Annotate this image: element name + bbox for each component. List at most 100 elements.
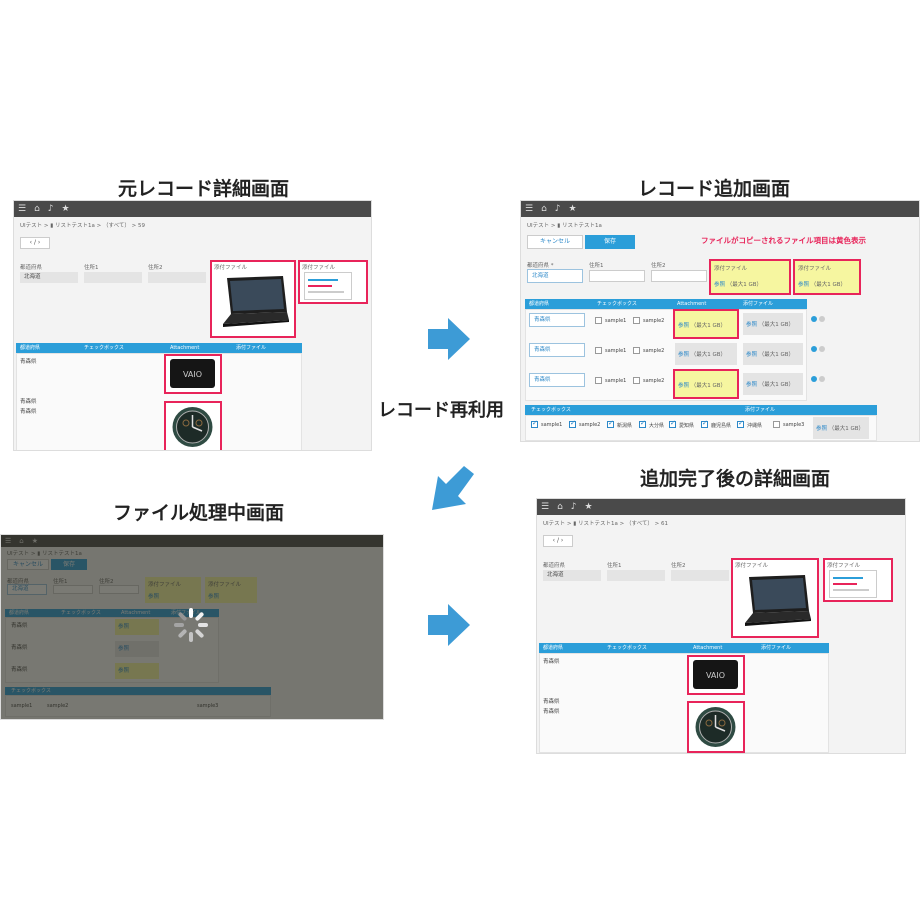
row3-add-icon[interactable] (811, 376, 817, 382)
label-address2: 住所2 (148, 265, 163, 271)
bell-icon[interactable]: ♪ (47, 203, 54, 214)
record-nav-button[interactable]: ‹ / › (543, 535, 573, 547)
menu-icon[interactable]: ☰ (525, 203, 534, 214)
row1-label-sample1: sample1 (605, 318, 627, 324)
attachment-vaio[interactable]: VAIO (164, 354, 222, 394)
row1-checkbox-sample1[interactable] (595, 317, 602, 324)
row3-remove-icon[interactable] (819, 376, 825, 382)
value-address1 (607, 570, 665, 581)
subtable-body (539, 653, 829, 753)
star-icon[interactable]: ★ (584, 501, 593, 512)
prefecture-select[interactable]: 北海道 (527, 269, 583, 283)
subtable-header: 都道府県 チェックボックス Attachment 添付ファイル (539, 643, 829, 653)
row3-label-sample2: sample2 (643, 378, 665, 384)
label-okinawa: 沖縄県 (747, 423, 763, 429)
row3-label-sample1: sample1 (605, 378, 627, 384)
row3-attachment-copy[interactable]: 参照 （最大1 GB） (673, 369, 739, 399)
row1-prefecture-select[interactable]: 青森県 (529, 313, 585, 327)
menu-icon[interactable]: ☰ (18, 203, 27, 214)
svg-text:VAIO: VAIO (183, 370, 202, 379)
menu-icon[interactable]: ☰ (541, 501, 550, 512)
checkbox-table-attached-file[interactable]: 参照 （最大1 GB） (813, 417, 869, 439)
row2-checkbox-sample2[interactable] (633, 347, 640, 354)
file-field-screenshot[interactable]: 添付ファイル (298, 260, 368, 304)
check-niigata[interactable] (607, 419, 614, 428)
attachment-watch[interactable] (687, 701, 745, 753)
value-address2 (148, 272, 206, 283)
check-kagoshima[interactable] (701, 419, 708, 428)
label-reuse: レコード再利用 (378, 400, 504, 421)
row3-prefecture-select[interactable]: 青森県 (529, 373, 585, 387)
file-field-screenshot[interactable]: 添付ファイル (823, 558, 893, 602)
attachment-vaio[interactable]: VAIO (687, 655, 745, 695)
arrow-down-left-icon (432, 466, 474, 510)
row3-attached-file[interactable]: 参照 （最大1 GB） (743, 373, 803, 395)
row3-checkbox-sample1[interactable] (595, 377, 602, 384)
home-icon[interactable]: ⌂ (541, 203, 547, 214)
thumbnail-screenshot (304, 272, 352, 300)
check-oita[interactable] (639, 419, 646, 428)
label-sample1: sample1 (541, 422, 563, 428)
label-attached-file: 添付ファイル (214, 265, 248, 271)
file-field-copy-2[interactable]: 添付ファイル 参照 （最大1 GB） (793, 259, 861, 295)
vaio-laptop-lid-icon: VAIO (693, 660, 738, 689)
file-field-laptop[interactable]: 添付ファイル (731, 558, 819, 638)
check-aichi[interactable] (669, 419, 676, 428)
star-icon[interactable]: ★ (568, 203, 577, 214)
breadcrumb: UIテスト > ▮ リストテスト1a (527, 223, 602, 229)
row-prefecture-3: 青森県 (543, 709, 560, 715)
row2-prefecture-select[interactable]: 青森県 (529, 343, 585, 357)
top-bar: ☰ ⌂ ♪ ★ (14, 201, 371, 217)
row3-checkbox-sample2[interactable] (633, 377, 640, 384)
bell-icon[interactable]: ♪ (570, 501, 577, 512)
row2-attachment[interactable]: 参照 （最大1 GB） (675, 343, 737, 365)
check-sample1[interactable] (531, 419, 538, 428)
cancel-button[interactable]: キャンセル (527, 235, 583, 249)
screenshot-processing: ☰ ⌂ ★ UIテスト > ▮ リストテスト1a キャンセル 保存 都道府県 北… (0, 534, 384, 720)
arrow-right-icon (428, 318, 470, 360)
bell-icon[interactable]: ♪ (554, 203, 561, 214)
subtable-header: 都道府県 チェックボックス Attachment 添付ファイル (16, 343, 302, 353)
address1-input[interactable] (589, 270, 645, 282)
label-attached-file: 添付ファイル (735, 563, 769, 569)
row-prefecture: 青森県 (20, 359, 37, 365)
home-icon[interactable]: ⌂ (34, 203, 40, 214)
label-oita: 大分県 (649, 423, 665, 429)
attachment-watch[interactable] (164, 401, 222, 450)
label-sample3: sample3 (783, 422, 805, 428)
check-okinawa[interactable] (737, 419, 744, 428)
screenshot-after-detail: ☰ ⌂ ♪ ★ UIテスト > ▮ リストテスト1a > （すべて） > 61 … (536, 498, 906, 754)
label-sample2: sample2 (579, 422, 601, 428)
row1-add-icon[interactable] (811, 316, 817, 322)
row1-checkbox-sample2[interactable] (633, 317, 640, 324)
row2-remove-icon[interactable] (819, 346, 825, 352)
loading-spinner-icon (174, 608, 208, 642)
label-aichi: 愛知県 (679, 423, 695, 429)
screenshot-add-record: ☰ ⌂ ♪ ★ UIテスト > ▮ リストテスト1a キャンセル 保存 ファイル… (520, 200, 920, 442)
address2-input[interactable] (651, 270, 707, 282)
row2-attached-file[interactable]: 参照 （最大1 GB） (743, 343, 803, 365)
file-field-copy-1[interactable]: 添付ファイル 参照 （最大1 GB） (709, 259, 791, 295)
row1-attachment-copy[interactable]: 参照 （最大1 GB） (673, 309, 739, 339)
home-icon[interactable]: ⌂ (557, 501, 563, 512)
label-prefecture: 都道府県 (20, 265, 43, 271)
breadcrumb: UIテスト > ▮ リストテスト1a > （すべて） > 59 (20, 223, 146, 229)
top-bar: ☰ ⌂ ♪ ★ (521, 201, 919, 217)
check-sample2[interactable] (569, 419, 576, 428)
subtable-body (16, 353, 302, 450)
save-button[interactable]: 保存 (585, 235, 635, 249)
row2-add-icon[interactable] (811, 346, 817, 352)
row1-attached-file[interactable]: 参照 （最大1 GB） (743, 313, 803, 335)
label-address1: 住所1 (589, 263, 604, 269)
star-icon[interactable]: ★ (61, 203, 70, 214)
file-field-laptop[interactable]: 添付ファイル (210, 260, 296, 338)
row-prefecture-2: 青森県 (543, 699, 560, 705)
label-address2: 住所2 (651, 263, 666, 269)
row2-checkbox-sample1[interactable] (595, 347, 602, 354)
title-original-detail: 元レコード詳細画面 (118, 178, 290, 200)
label-niigata: 新潟県 (617, 423, 633, 429)
check-sample3[interactable] (773, 421, 780, 428)
row1-remove-icon[interactable] (819, 316, 825, 322)
record-nav-button[interactable]: ‹ / › (20, 237, 50, 249)
row-prefecture: 青森県 (543, 659, 560, 665)
